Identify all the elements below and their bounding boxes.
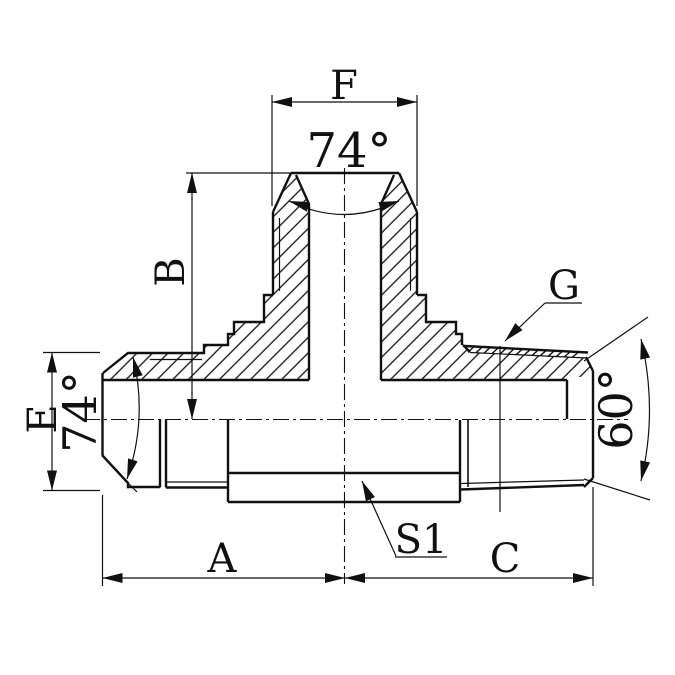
dim-label-B: B (148, 257, 194, 286)
dimension-B: B (148, 172, 292, 419)
dim-label-74-left: 74° (53, 371, 107, 453)
dimension-74-top: 74° (287, 123, 401, 215)
dim-label-C: C (490, 536, 521, 582)
dim-label-E: E (20, 404, 66, 433)
dimension-60-right: 60° (583, 316, 651, 501)
dimension-C: C (345, 487, 594, 586)
dimension-74-left: 74° (53, 355, 143, 481)
dimension-E: E (20, 351, 100, 492)
dim-label-S1: S1 (395, 517, 448, 563)
thread-ticks (467, 346, 579, 359)
hatch-right-wall (381, 173, 593, 380)
dim-label-74-top: 74° (306, 123, 391, 179)
part-outline (101, 171, 595, 504)
dim-label-60: 60° (589, 368, 643, 450)
dimension-A: A (101, 495, 345, 586)
section-hatching (103, 173, 593, 380)
centerlines (84, 168, 628, 584)
dimension-F: F (271, 63, 418, 206)
callout-S1: S1 (357, 478, 448, 563)
hatch-left-wall (103, 173, 309, 380)
dim-label-F: F (330, 63, 358, 109)
dim-label-A: A (207, 536, 238, 582)
callout-G: G (501, 263, 582, 345)
dim-label-G: G (548, 263, 580, 309)
